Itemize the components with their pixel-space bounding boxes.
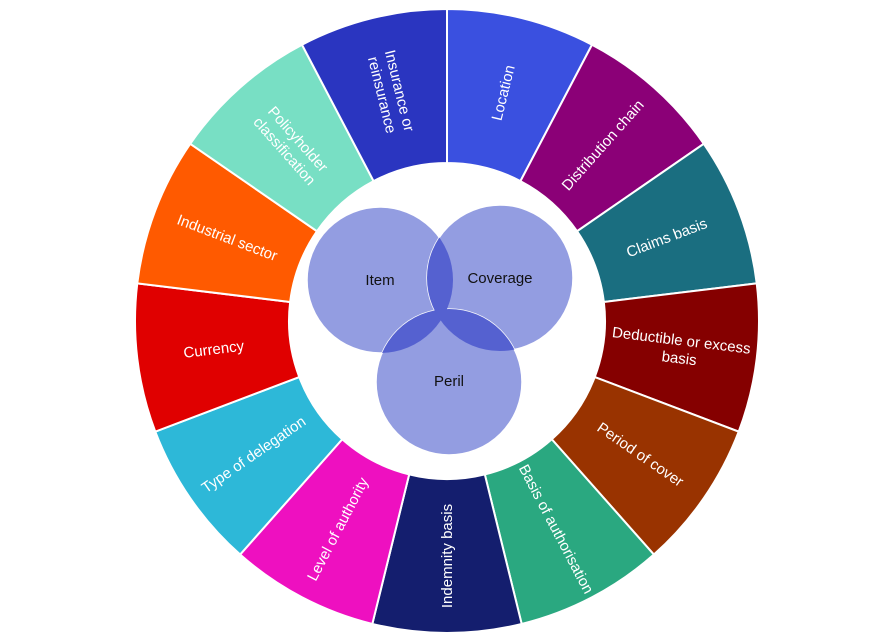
venn-label-coverage: Coverage	[467, 270, 532, 287]
venn-label-peril: Peril	[434, 373, 464, 390]
venn-diagram: Item Coverage Peril	[306, 204, 574, 456]
venn-overlap-region	[427, 309, 522, 351]
wheel-segment-label: Indemnity basis	[439, 504, 456, 608]
venn-label-item: Item	[365, 272, 394, 289]
